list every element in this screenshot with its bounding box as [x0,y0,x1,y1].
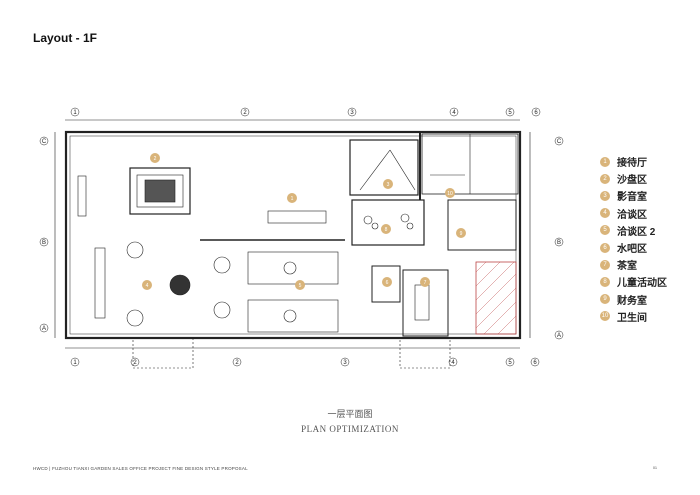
zone-marker: 4 [142,280,152,290]
legend-number-marker: 7 [600,259,610,270]
grid-bottom: 1 2 2 3 4 5 6 [70,357,540,367]
zone-marker-number: 7 [424,280,427,286]
grid-row-label: A [557,333,561,339]
grid-col-label: 3 [343,360,347,366]
legend-number-marker: 9 [600,294,610,305]
zone-marker-number: 1 [291,196,294,202]
legend-item: 6 水吧区 [600,239,667,256]
grid-col-label: 3 [350,110,354,116]
grid-col-label: 1 [73,360,77,366]
zone-marker-dot [445,188,455,198]
zone-marker-number: 6 [386,280,389,286]
zone-marker: 2 [150,153,160,163]
legend-item: 8 儿童活动区 [600,273,667,290]
legend-number-marker: 8 [600,276,610,287]
zone-marker-dot [142,280,152,290]
page-number: 01 [653,466,657,470]
grid-row-label: C [557,139,562,145]
grid-col-label: 5 [508,110,512,116]
zone-marker-number: 9 [460,231,463,237]
legend-label: 茶室 [617,261,637,273]
zone-marker-dot [381,224,391,234]
zone-marker: 8 [381,224,391,234]
legend-label: 洽谈区 2 [617,226,656,238]
legend-label: 卫生间 [617,312,647,324]
zone-marker-number: 8 [385,227,388,233]
zone-marker-dot [295,280,305,290]
grid-col-label: 6 [533,360,537,366]
zone-marker: 3 [383,179,393,189]
legend-item: 2 沙盘区 [600,170,667,187]
zone-marker-number: 3 [387,182,390,188]
zone-marker-dot [383,179,393,189]
zone-marker-dot [456,228,466,238]
grid-row-label: B [557,240,561,246]
grid-col-label: 5 [508,360,512,366]
grid-col-label: 2 [133,360,137,366]
zone-marker-dot [150,153,160,163]
zone-marker: 10 [445,188,455,198]
grid-top: 1 2 3 4 5 6 [70,107,541,117]
zone-marker: 1 [287,193,297,203]
legend-item: 10 卫生间 [600,308,667,325]
zone-marker-number: 10 [447,191,453,197]
grid-rows: C B A C B A [39,136,564,340]
legend-item: 1 接待厅 [600,153,667,170]
legend-item: 4 洽谈区 [600,205,667,222]
caption-english: PLAN OPTIMIZATION [301,424,399,434]
grid-col-label: 4 [452,110,456,116]
legend-label: 儿童活动区 [617,278,667,290]
legend-number-marker: 3 [600,190,610,201]
legend-label: 接待厅 [617,158,647,170]
legend-item: 5 洽谈区 2 [600,222,667,239]
grid-row-label: A [42,326,46,332]
legend-label: 沙盘区 [617,175,647,187]
caption-chinese: 一层平面图 [327,410,373,420]
page-title: Layout - 1F [33,31,98,45]
legend-number-marker: 6 [600,242,610,253]
zone-marker: 6 [382,277,392,287]
grid-col-label: 6 [534,110,538,116]
zone-marker-number: 4 [146,283,149,289]
legend-item: 9 财务室 [600,291,667,308]
zone-marker: 5 [295,280,305,290]
legend-number-marker: 2 [600,173,610,184]
legend-item: 7 茶室 [600,256,667,273]
legend-item: 3 影音室 [600,187,667,204]
zone-marker-number: 2 [154,156,157,162]
zone-marker-dot [382,277,392,287]
legend-label: 财务室 [617,295,647,307]
grid-row-label: B [42,240,46,246]
zone-marker: 7 [420,277,430,287]
grid-col-label: 4 [451,360,455,366]
grid-col-label: 2 [235,360,239,366]
grid-col-label: 1 [73,110,77,116]
zone-marker-dot [287,193,297,203]
footer-text: HWCD | FUZHOU TIANXI GARDEN SALES OFFICE… [33,466,248,471]
legend-number-marker: 10 [600,311,610,322]
legend-number-marker: 5 [600,225,610,236]
zone-marker-dot [420,277,430,287]
legend-label: 影音室 [617,192,647,204]
legend-number-marker: 1 [600,156,610,167]
grid-row-label: C [42,139,47,145]
legend-label: 洽谈区 [617,209,647,221]
legend-number-marker: 4 [600,208,610,219]
legend-label: 水吧区 [617,244,647,256]
zone-marker-number: 5 [299,283,302,289]
zone-marker: 9 [456,228,466,238]
grid-col-label: 2 [243,110,247,116]
